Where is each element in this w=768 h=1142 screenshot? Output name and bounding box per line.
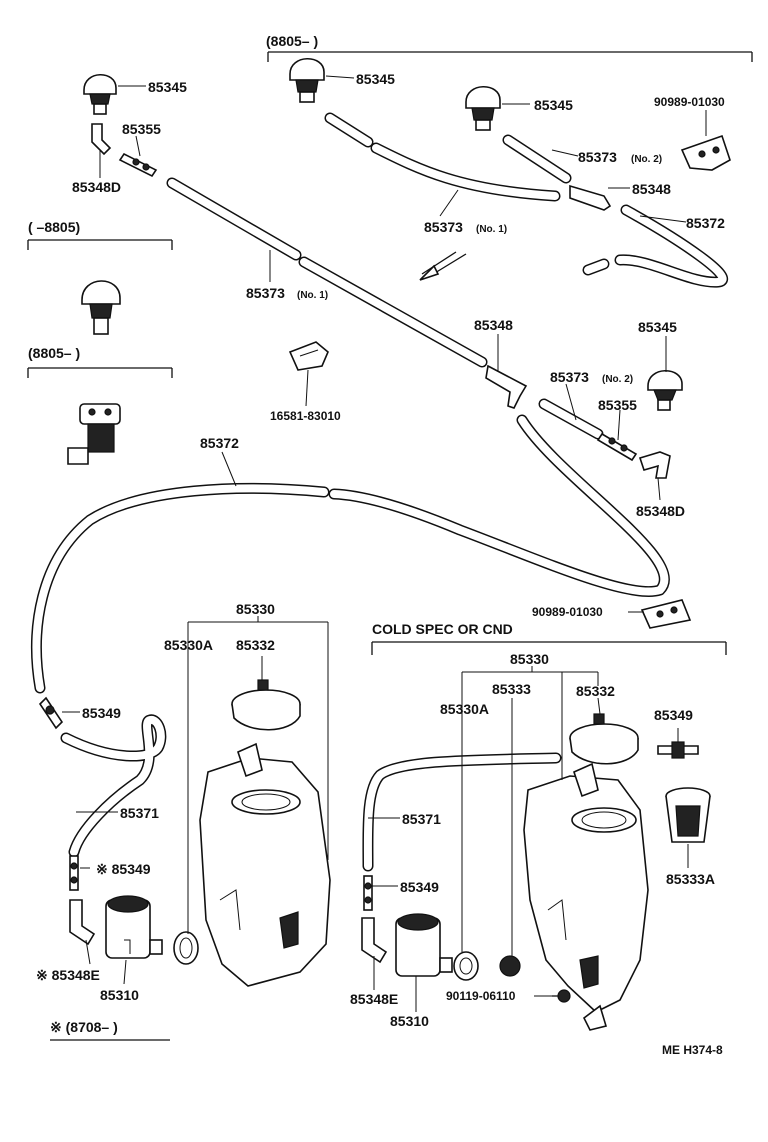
- hose-85373-no1-top: [324, 112, 561, 202]
- part-90119-06110: 90119-06110: [446, 989, 516, 1003]
- elbow-85348E-right: [361, 917, 388, 964]
- cold-spec-label: COLD SPEC OR CND: [372, 621, 513, 637]
- nozzle-85345-top-mid: [289, 58, 325, 103]
- grommet-85333: [499, 955, 521, 977]
- part-85348D: 85348D: [636, 503, 685, 519]
- part-85333: 85333: [492, 681, 531, 697]
- part-85373-no2: 85373: [578, 149, 617, 165]
- pump-85310-left: [105, 895, 163, 959]
- part-85345: 85345: [638, 319, 677, 335]
- part-85310: 85310: [100, 987, 139, 1003]
- bracket-cold-spec: [371, 641, 727, 655]
- part-85355: 85355: [122, 121, 161, 137]
- cap-85332-left: [231, 679, 301, 731]
- clip-16581: [288, 341, 329, 371]
- part-85330: 85330: [236, 601, 275, 617]
- part-85373-no2: 85373: [550, 369, 589, 385]
- filter-85333A: [665, 787, 711, 843]
- part-85348D: 85348D: [72, 179, 121, 195]
- tee-85348-top: [569, 184, 612, 211]
- part-85371: 85371: [120, 805, 159, 821]
- elbow-85348E-left: [69, 899, 96, 946]
- part-85330A: 85330A: [164, 637, 213, 653]
- range-label-8708-from: ※ (8708– ): [50, 1019, 118, 1035]
- part-85349: 85349: [654, 707, 693, 723]
- grommet-85330A-left: [173, 931, 199, 965]
- nozzle-85345-left: [83, 74, 117, 115]
- part-85371: 85371: [402, 811, 441, 827]
- nozzle-85345-top-right: [465, 86, 501, 131]
- connector-85348D-left: [91, 123, 112, 156]
- clip-90989-top: [680, 134, 731, 171]
- hose-85371-left: [60, 714, 167, 858]
- part-85355: 85355: [598, 397, 637, 413]
- bolt-90119: [552, 989, 571, 1003]
- nozzle-new-style: [67, 403, 121, 465]
- hose-85373-no2-top: [502, 134, 572, 184]
- text-labels: (8805– ) ( –8805) (8805– ) ※ (8708– ) CO…: [28, 33, 725, 1057]
- part-85373-no1-suffix: (No. 1): [476, 224, 507, 235]
- part-85372: 85372: [686, 215, 725, 231]
- range-label-8805-from-2: (8805– ): [28, 345, 80, 361]
- part-85345: 85345: [148, 79, 187, 95]
- cap-85332-right: [569, 713, 639, 765]
- part-85348: 85348: [632, 181, 671, 197]
- elbow-85348D-right: [638, 451, 671, 479]
- bracket-top-8805: [267, 51, 753, 62]
- part-85348E: 85348E: [350, 991, 398, 1007]
- hose-85373-no1-left: [166, 177, 488, 368]
- part-85345: 85345: [534, 97, 573, 113]
- tank-85330-left: [199, 742, 331, 987]
- part-85373-no1: 85373: [246, 285, 285, 301]
- bracket-from-8805: [27, 367, 173, 378]
- leader-lines: [62, 75, 707, 1012]
- part-85373-no1-suffix: (No. 1): [297, 290, 328, 301]
- part-85332: 85332: [576, 683, 615, 699]
- hose-85373-no2-right: [538, 398, 604, 440]
- filter-85349-right-2: [363, 875, 373, 911]
- part-85349: 85349: [400, 879, 439, 895]
- pump-85310-right: [395, 913, 453, 977]
- part-85373-no1: 85373: [424, 219, 463, 235]
- part-85330A: 85330A: [440, 701, 489, 717]
- clip-90989-bottom: [640, 599, 692, 629]
- hose-85372-top: [582, 204, 729, 288]
- part-16581-83010: 16581-83010: [270, 409, 341, 423]
- filter-85349-left-2: [69, 855, 79, 891]
- hose-85372-main: [31, 414, 670, 694]
- nozzle-old-style: [81, 280, 121, 335]
- part-85372: 85372: [200, 435, 239, 451]
- bracket-to-8805: [27, 239, 173, 250]
- filter-85349-left: [38, 696, 64, 730]
- arrow-icon: [419, 251, 467, 281]
- part-85330: 85330: [510, 651, 549, 667]
- range-label-to-8805: ( –8805): [28, 219, 80, 235]
- tank-85330-right: [523, 762, 649, 1031]
- tee-85348-mid: [485, 364, 528, 409]
- range-label-8805-from: (8805– ): [266, 33, 318, 49]
- hose-85371-right: [362, 752, 562, 872]
- part-90989-01030: 90989-01030: [532, 605, 603, 619]
- part-85349: 85349: [82, 705, 121, 721]
- part-85349: ※ 85349: [96, 861, 151, 877]
- check-valve-85355-left: [118, 152, 158, 178]
- part-85348E: ※ 85348E: [36, 967, 100, 983]
- part-85310: 85310: [390, 1013, 429, 1029]
- check-valve-85355-right: [596, 432, 638, 462]
- reference-code: ME H374-8: [662, 1043, 723, 1057]
- nozzle-85345-right: [647, 370, 683, 411]
- part-90989-01030: 90989-01030: [654, 95, 725, 109]
- grommet-85330A-right: [453, 951, 479, 981]
- filter-85349-right: [657, 741, 699, 759]
- part-85348: 85348: [474, 317, 513, 333]
- part-85373-no2-suffix: (No. 2): [602, 374, 633, 385]
- part-85333A: 85333A: [666, 871, 715, 887]
- part-85345: 85345: [356, 71, 395, 87]
- part-85373-no2-suffix: (No. 2): [631, 154, 662, 165]
- part-85332: 85332: [236, 637, 275, 653]
